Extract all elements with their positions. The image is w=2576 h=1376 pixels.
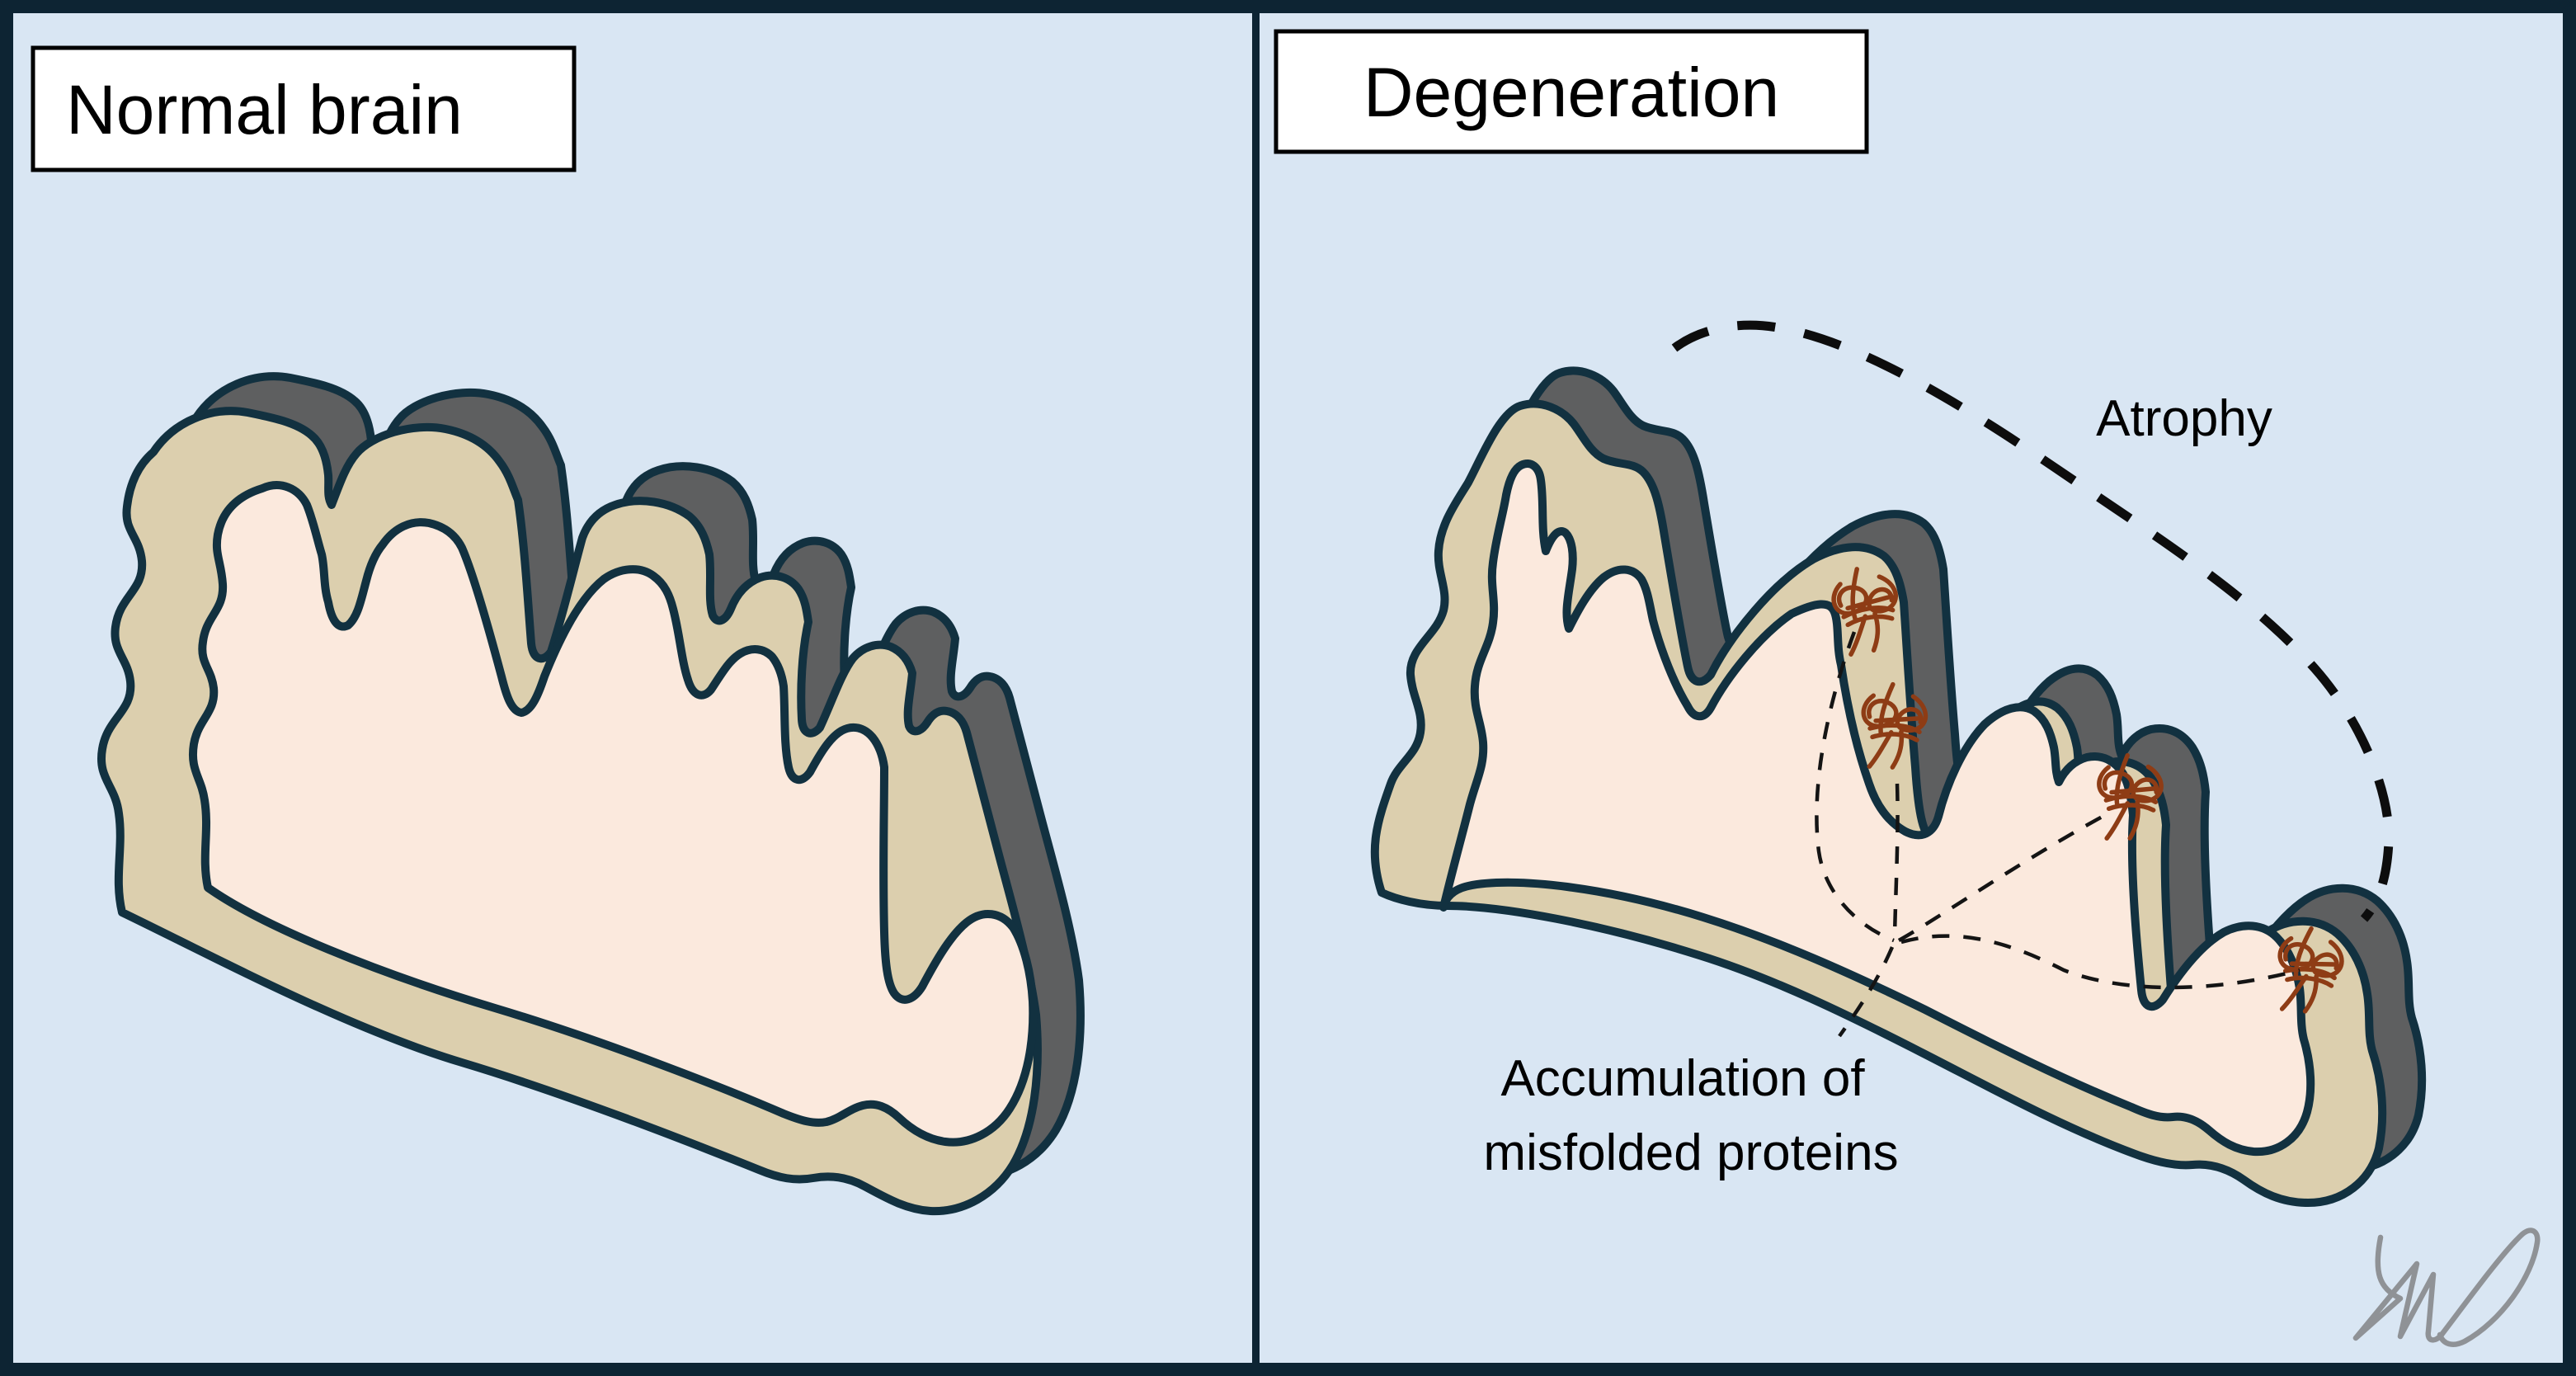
accumulation-label-line2: misfolded proteins	[1483, 1124, 1898, 1181]
sulcus-dashed-line	[1897, 812, 2110, 942]
panel-divider	[1252, 0, 1260, 1376]
brain-white-matter-normal	[188, 481, 1038, 1147]
title-box-rect	[31, 45, 577, 172]
atrophy-dashed-arc	[1671, 320, 2394, 922]
sulcus-dashed-line	[1815, 631, 1895, 943]
sulcus-dashed-line	[1892, 783, 1900, 938]
normal-brain-illustration	[97, 372, 1085, 1216]
accumulation-label-line1: Accumulation of	[1500, 1050, 1865, 1107]
atrophy-label: Atrophy	[2096, 390, 2272, 447]
artist-signature	[2352, 1228, 2541, 1347]
degenerated-brain-illustration: Atrophy Accumulation of misfolded protei…	[1370, 320, 2427, 1207]
label-pointer-line	[1838, 946, 1895, 1038]
title-box-rect	[1274, 29, 1869, 154]
panel-title-degeneration: Degeneration	[1363, 54, 1779, 131]
panel-title-normal: Normal brain	[66, 71, 463, 148]
normal-brain-title-box: Normal brain	[31, 45, 577, 172]
degeneration-title-box: Degeneration	[1274, 29, 1869, 154]
